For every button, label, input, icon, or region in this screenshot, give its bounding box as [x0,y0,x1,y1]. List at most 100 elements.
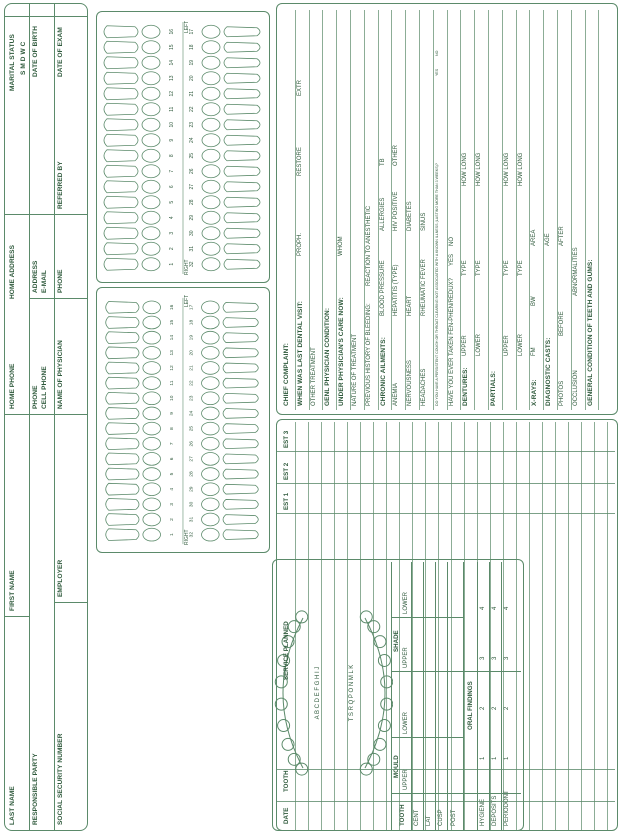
upper-tooth-root[interactable] [105,482,140,496]
lower-tooth-crown[interactable] [201,436,220,451]
lower-tooth-crown[interactable] [201,421,220,436]
upper-tooth-root[interactable] [103,180,139,194]
lower-tooth-root[interactable] [222,438,259,450]
arch-upper-tooth[interactable] [281,635,295,649]
upper-tooth-root[interactable] [105,452,140,466]
upper-tooth-root[interactable] [103,102,139,116]
upper-tooth-crown[interactable] [142,315,161,330]
lower-tooth-root[interactable] [223,57,261,69]
arch-lower-tooth[interactable] [377,653,391,667]
upper-tooth-root[interactable] [105,437,140,450]
upper-tooth-root[interactable] [105,498,140,511]
lower-tooth-crown[interactable] [201,195,221,210]
arch-lower-tooth[interactable] [377,719,391,733]
arch-upper-tooth[interactable] [281,737,295,751]
lower-tooth-root[interactable] [223,119,261,131]
lower-tooth-root[interactable] [223,165,261,177]
lower-tooth-crown[interactable] [201,257,221,272]
upper-tooth-root[interactable] [103,40,139,54]
lower-tooth-root[interactable] [223,103,261,115]
upper-tooth-crown[interactable] [141,257,161,272]
arch-upper-tooth[interactable] [274,697,288,711]
upper-tooth-crown[interactable] [141,148,161,163]
lower-tooth-crown[interactable] [201,55,221,70]
lower-tooth-crown[interactable] [201,497,220,512]
upper-tooth-root[interactable] [105,361,140,375]
upper-tooth-crown[interactable] [142,346,161,360]
upper-tooth-crown[interactable] [141,117,161,132]
upper-tooth-root[interactable] [105,316,140,329]
upper-tooth-crown[interactable] [141,86,161,101]
lower-tooth-root[interactable] [223,227,261,239]
upper-tooth-crown[interactable] [142,527,161,542]
upper-tooth-root[interactable] [103,149,139,163]
lower-tooth-crown[interactable] [201,376,220,390]
lower-tooth-crown[interactable] [201,346,220,360]
upper-tooth-crown[interactable] [141,40,161,55]
upper-tooth-root[interactable] [105,513,140,526]
lower-tooth-crown[interactable] [201,148,221,163]
upper-tooth-crown[interactable] [141,102,161,117]
lower-tooth-crown[interactable] [201,482,220,496]
lower-tooth-root[interactable] [223,26,261,38]
upper-tooth-crown[interactable] [142,512,161,527]
lower-tooth-crown[interactable] [201,24,221,39]
lower-tooth-crown[interactable] [201,117,221,132]
upper-tooth-crown[interactable] [141,55,161,70]
lower-tooth-root[interactable] [222,453,259,465]
upper-tooth-crown[interactable] [142,497,161,512]
upper-tooth-crown[interactable] [142,406,161,421]
lower-tooth-crown[interactable] [201,527,220,542]
upper-tooth-crown[interactable] [142,452,161,466]
upper-tooth-root[interactable] [105,422,140,435]
upper-tooth-crown[interactable] [142,436,161,451]
lower-tooth-crown[interactable] [201,86,221,101]
upper-tooth-root[interactable] [105,301,140,314]
upper-tooth-root[interactable] [103,257,139,271]
upper-tooth-root[interactable] [103,211,139,225]
upper-tooth-root[interactable] [105,346,140,360]
lower-tooth-crown[interactable] [201,40,221,55]
lower-tooth-crown[interactable] [201,406,220,421]
upper-tooth-crown[interactable] [142,300,161,315]
arch-upper-tooth[interactable] [274,675,288,689]
arch-upper-tooth[interactable] [287,620,301,634]
lower-tooth-crown[interactable] [201,361,220,375]
upper-tooth-root[interactable] [103,133,139,147]
lower-tooth-root[interactable] [222,362,259,374]
lower-tooth-root[interactable] [222,408,259,419]
lower-tooth-root[interactable] [223,258,261,270]
lower-tooth-crown[interactable] [201,133,221,148]
upper-tooth-root[interactable] [103,87,139,101]
upper-tooth-root[interactable] [103,164,139,178]
lower-tooth-root[interactable] [223,243,261,255]
lower-tooth-root[interactable] [222,529,259,540]
lower-tooth-root[interactable] [222,468,259,480]
lower-tooth-crown[interactable] [201,315,220,330]
upper-tooth-crown[interactable] [141,241,161,256]
upper-tooth-crown[interactable] [142,330,161,345]
upper-tooth-root[interactable] [103,118,139,132]
lower-tooth-crown[interactable] [201,330,220,345]
lower-tooth-crown[interactable] [201,102,221,117]
lower-tooth-crown[interactable] [201,164,221,179]
lower-tooth-root[interactable] [222,514,259,525]
lower-tooth-crown[interactable] [201,179,221,194]
upper-tooth-root[interactable] [103,226,139,240]
lower-tooth-root[interactable] [222,377,259,389]
lower-tooth-root[interactable] [222,347,259,359]
upper-tooth-root[interactable] [105,467,140,481]
lower-tooth-crown[interactable] [201,300,220,315]
upper-tooth-root[interactable] [105,528,140,541]
upper-tooth-crown[interactable] [141,133,161,148]
lower-tooth-root[interactable] [223,72,261,84]
upper-tooth-root[interactable] [103,195,139,209]
upper-tooth-crown[interactable] [141,24,161,39]
upper-tooth-crown[interactable] [142,376,161,390]
upper-tooth-crown[interactable] [142,421,161,436]
lower-tooth-root[interactable] [223,134,261,146]
lower-tooth-root[interactable] [222,317,259,328]
lower-tooth-root[interactable] [222,332,259,343]
upper-tooth-crown[interactable] [142,482,161,496]
upper-tooth-crown[interactable] [141,210,161,225]
